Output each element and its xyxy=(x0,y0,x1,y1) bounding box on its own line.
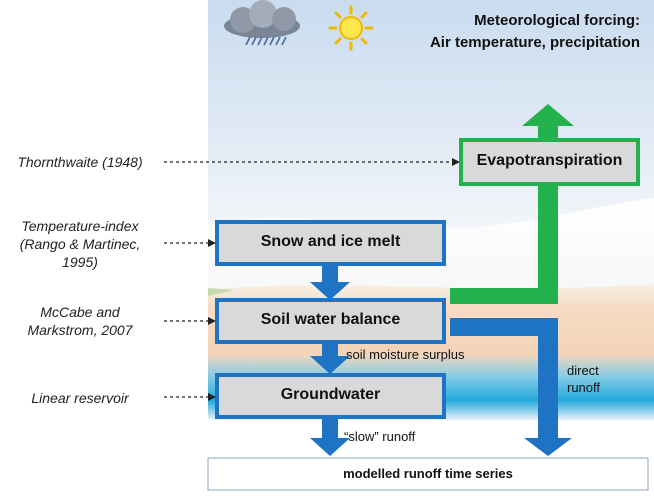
direct-runoff-line-1: direct xyxy=(567,363,599,378)
direct-runoff-arrow xyxy=(450,318,572,456)
slow-runoff-arrow xyxy=(310,414,350,456)
evapotranspiration-box xyxy=(459,138,640,186)
rain-cloud-icon xyxy=(224,0,300,46)
direct-runoff-label: direct runoff xyxy=(567,362,600,396)
soil-water-label: Soil water balance xyxy=(260,311,401,328)
melt-to-soil-arrow xyxy=(310,264,350,300)
output-box xyxy=(207,457,649,491)
temp-index-line-3: 1995) xyxy=(62,254,98,270)
mccabe-label: McCabe and Markstrom, 2007 xyxy=(0,303,160,339)
forcing-title: Meteorological forcing: Air temperature,… xyxy=(380,10,640,54)
linear-reservoir-label: Linear reservoir xyxy=(31,390,129,406)
soil-to-groundwater-arrow xyxy=(310,340,350,374)
mccabe-line-1: McCabe and xyxy=(40,304,120,320)
thornthwaite-label: Thornthwaite (1948) xyxy=(17,154,143,170)
soil-water-box xyxy=(215,298,446,344)
groundwater-label: Groundwater xyxy=(280,386,381,403)
sun-icon xyxy=(328,5,374,51)
mccabe-line-2: Markstrom, 2007 xyxy=(27,322,133,338)
forcing-line-2: Air temperature, precipitation xyxy=(429,34,640,51)
forcing-line-1: Meteorological forcing: xyxy=(474,12,640,29)
groundwater-box xyxy=(215,373,446,419)
snow-melt-box xyxy=(215,220,446,266)
output-label: modelled runoff time series xyxy=(343,466,513,481)
slow-runoff-label: “slow” runoff xyxy=(344,429,416,444)
evapotranspiration-label: Evapotranspiration xyxy=(476,152,623,169)
direct-runoff-line-2: runoff xyxy=(567,380,601,395)
temp-index-label: Temperature-index (Rango & Martinec, 199… xyxy=(0,217,160,271)
snow-melt-label: Snow and ice melt xyxy=(260,233,401,250)
soil-moisture-label: soil moisture surplus xyxy=(346,347,465,362)
temp-index-line-1: Temperature-index xyxy=(21,218,139,234)
et-flow-arrow xyxy=(450,104,574,304)
temp-index-line-2: (Rango & Martinec, xyxy=(19,236,141,252)
